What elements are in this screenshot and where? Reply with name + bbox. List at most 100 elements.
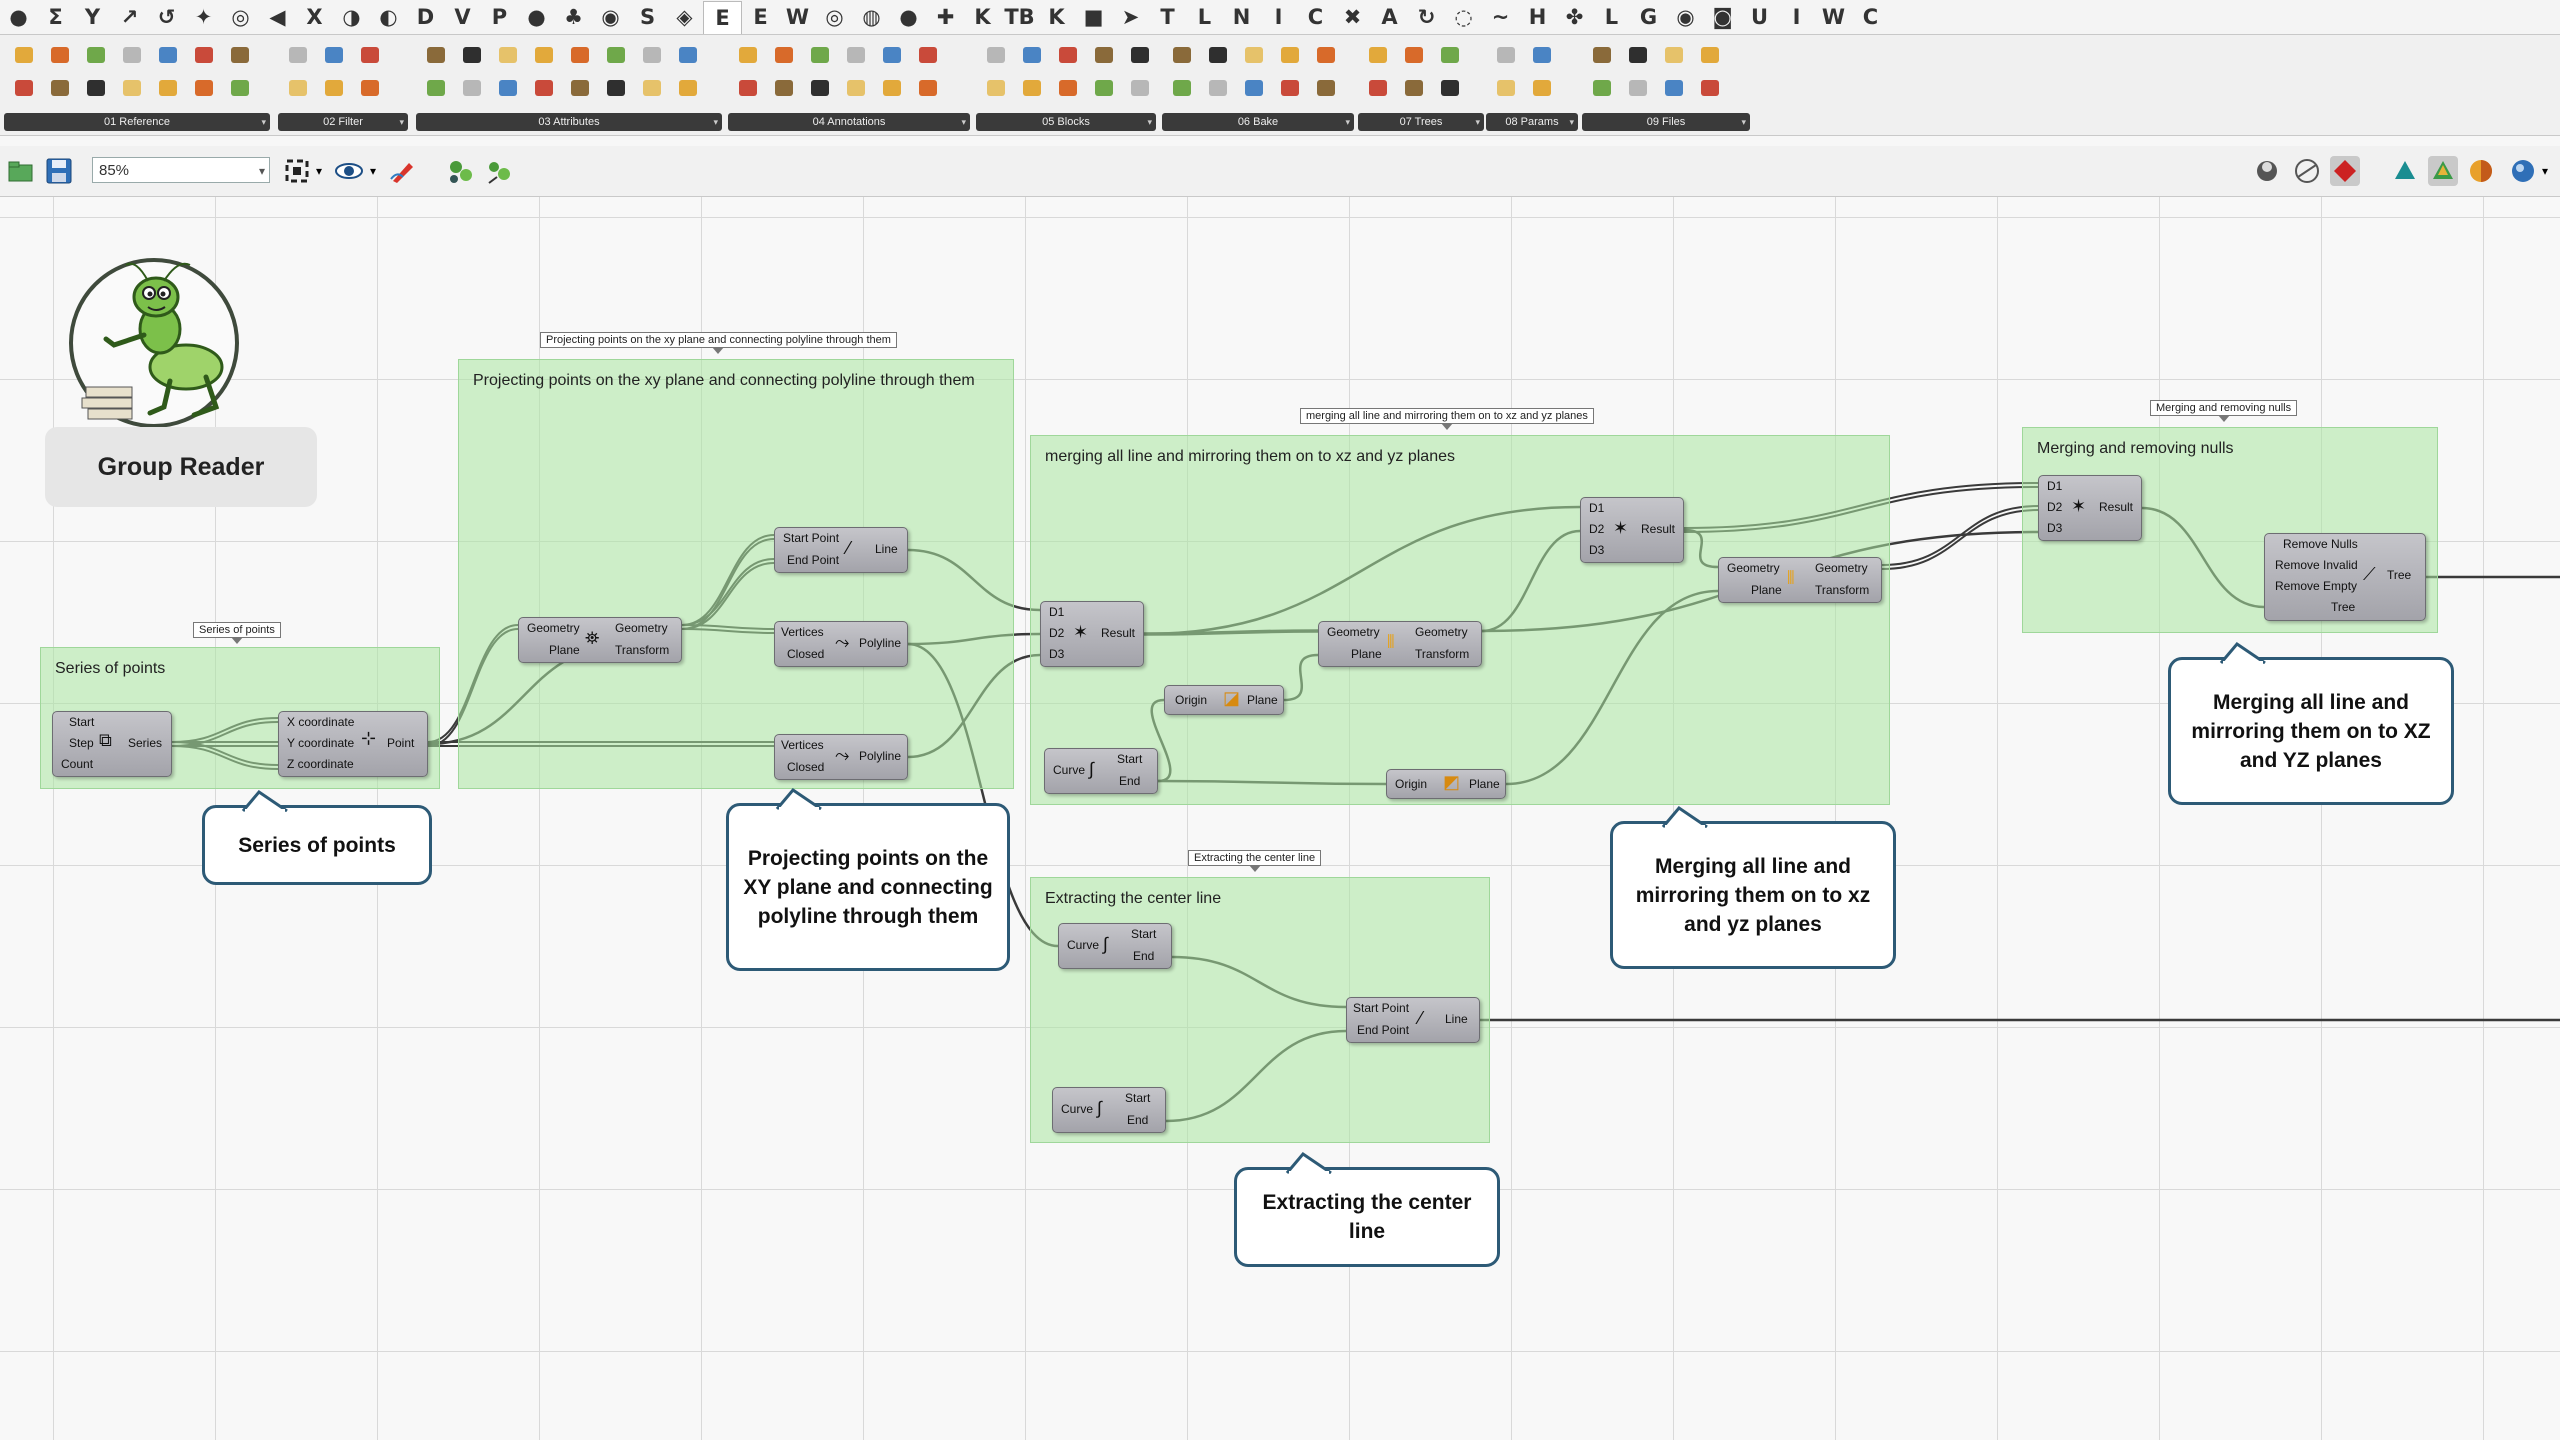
component-icon[interactable]	[1090, 74, 1118, 102]
output-geometry[interactable]: Geometry	[615, 621, 668, 635]
component-icon[interactable]	[82, 41, 110, 69]
input-remove-invalid[interactable]: Remove Invalid	[2275, 558, 2358, 572]
input-remove-empty[interactable]: Remove Empty	[2275, 579, 2358, 593]
chevron-down-icon[interactable]: ▾	[261, 117, 266, 127]
input-vertices[interactable]: Vertices	[781, 625, 824, 639]
component-icon[interactable]	[284, 41, 312, 69]
component-tab[interactable]: ◌	[1454, 5, 1473, 29]
component-tab[interactable]: ◎	[231, 5, 250, 29]
component-icon[interactable]	[1126, 74, 1154, 102]
component-icon[interactable]	[1400, 41, 1428, 69]
chevron-down-icon[interactable]: ▾	[1475, 117, 1480, 127]
input-origin[interactable]: Origin	[1395, 777, 1428, 791]
cluster-edit-icon[interactable]	[484, 156, 514, 186]
component-icon[interactable]	[566, 41, 594, 69]
merge-component[interactable]: D1 D2 D3 ✶ Result	[2038, 475, 2142, 541]
component-icon[interactable]	[118, 41, 146, 69]
component-icon[interactable]	[674, 74, 702, 102]
component-icon[interactable]	[1436, 41, 1464, 69]
input-d1[interactable]: D1	[2047, 479, 2063, 493]
input-y[interactable]: Y coordinate	[287, 736, 355, 750]
chevron-down-icon[interactable]: ▾	[961, 117, 966, 127]
output-tree[interactable]: Tree	[2387, 568, 2412, 582]
component-icon[interactable]	[226, 41, 254, 69]
input-d3[interactable]: D3	[1049, 647, 1065, 661]
component-tab[interactable]: ◍	[862, 5, 881, 29]
input-curve[interactable]: Curve	[1067, 938, 1100, 952]
wire[interactable]	[1881, 509, 2039, 570]
component-icon[interactable]	[842, 41, 870, 69]
ribbon-panel-label[interactable]: 06 Bake▾	[1162, 113, 1354, 131]
shaded-preview-icon[interactable]	[2330, 156, 2360, 186]
component-icon[interactable]	[1054, 41, 1082, 69]
ribbon-panel-label[interactable]: 07 Trees▾	[1358, 113, 1484, 131]
component-icon[interactable]	[566, 74, 594, 102]
input-plane[interactable]: Plane	[1751, 583, 1782, 597]
component-icon[interactable]	[1054, 74, 1082, 102]
component-tab[interactable]: D	[416, 5, 435, 29]
component-icon[interactable]	[770, 74, 798, 102]
component-icon[interactable]	[82, 74, 110, 102]
component-tab[interactable]: L	[1604, 5, 1619, 29]
component-icon[interactable]	[602, 74, 630, 102]
output-plane[interactable]: Plane	[1247, 693, 1278, 707]
component-icon[interactable]	[154, 41, 182, 69]
zoom-select[interactable]: 85%▾	[92, 157, 270, 183]
component-icon[interactable]	[1400, 74, 1428, 102]
component-tab[interactable]: N	[1232, 5, 1251, 29]
output-start[interactable]: Start	[1125, 1091, 1151, 1105]
component-icon[interactable]	[458, 74, 486, 102]
chevron-down-icon[interactable]: ▾	[1147, 117, 1152, 127]
component-tab[interactable]: P	[491, 5, 508, 29]
component-icon[interactable]	[284, 74, 312, 102]
component-tab[interactable]: Y	[84, 5, 101, 29]
output-end[interactable]: End	[1127, 1113, 1149, 1127]
polyline-component[interactable]: Vertices Closed ⤳ Polyline	[774, 621, 908, 667]
component-icon[interactable]	[638, 41, 666, 69]
component-icon[interactable]	[602, 41, 630, 69]
ribbon-panel-label[interactable]: 08 Params▾	[1486, 113, 1578, 131]
ribbon-panel-label[interactable]: 05 Blocks▾	[976, 113, 1156, 131]
input-remove-nulls[interactable]: Remove Nulls	[2283, 537, 2358, 551]
chevron-down-icon[interactable]: ▾	[713, 117, 718, 127]
wireframe-icon[interactable]	[2292, 156, 2322, 186]
chevron-down-icon[interactable]: ▾	[315, 164, 323, 178]
output-end[interactable]: End	[1119, 774, 1141, 788]
component-icon[interactable]	[914, 74, 942, 102]
component-icon[interactable]	[356, 74, 384, 102]
yz-plane-component[interactable]: Origin ◩ Plane	[1386, 769, 1506, 799]
component-icon[interactable]	[1364, 41, 1392, 69]
output-line[interactable]: Line	[875, 542, 898, 556]
component-icon[interactable]	[1696, 74, 1724, 102]
input-origin[interactable]: Origin	[1175, 693, 1208, 707]
input-geometry[interactable]: Geometry	[527, 621, 580, 635]
chevron-down-icon[interactable]: ▾	[1345, 117, 1350, 127]
input-start-point[interactable]: Start Point	[1353, 1001, 1410, 1015]
component-tab[interactable]: ✦	[194, 5, 213, 29]
chevron-down-icon[interactable]: ▾	[2541, 164, 2549, 178]
component-tab[interactable]: ●	[527, 5, 546, 29]
component-tab[interactable]: ↻	[1417, 5, 1436, 29]
component-icon[interactable]	[1436, 74, 1464, 102]
component-tab[interactable]: K	[1048, 5, 1065, 29]
component-icon[interactable]	[806, 74, 834, 102]
component-icon[interactable]	[422, 41, 450, 69]
component-tab[interactable]: ✖	[1343, 5, 1362, 29]
input-d2[interactable]: D2	[1049, 626, 1065, 640]
component-icon[interactable]	[1364, 74, 1392, 102]
merge-component[interactable]: D1 D2 D3 ✶ Result	[1040, 601, 1144, 667]
xz-plane-component[interactable]: Origin ◪ Plane	[1164, 685, 1284, 715]
input-x[interactable]: X coordinate	[287, 715, 355, 729]
component-tab[interactable]: ↗	[120, 5, 139, 29]
component-icon[interactable]	[46, 41, 74, 69]
component-tab[interactable]: ♣	[564, 5, 583, 29]
series-component[interactable]: Start Step Count ⧉ Series	[52, 711, 172, 777]
material-ball-icon[interactable]	[2466, 156, 2496, 186]
component-icon[interactable]	[982, 74, 1010, 102]
component-icon[interactable]	[878, 41, 906, 69]
component-icon[interactable]	[1588, 41, 1616, 69]
component-tab[interactable]: C	[1862, 5, 1879, 29]
output-result[interactable]: Result	[2099, 500, 2134, 514]
component-tab[interactable]: ➤	[1121, 5, 1140, 29]
input-curve[interactable]: Curve	[1061, 1102, 1094, 1116]
